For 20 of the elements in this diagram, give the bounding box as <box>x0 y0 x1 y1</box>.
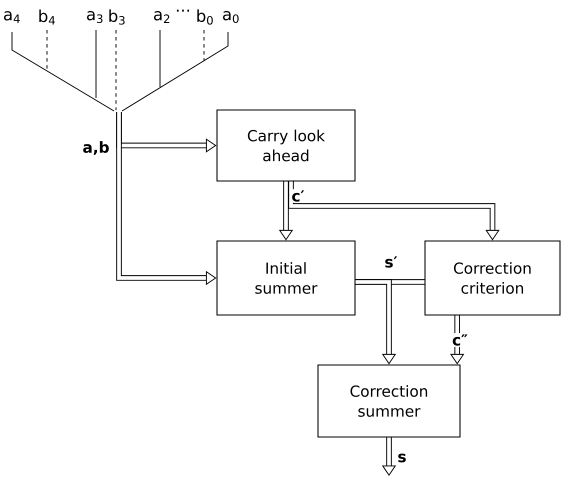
bus-arrow <box>450 316 464 364</box>
block-box: Initial summer <box>216 240 356 316</box>
signal-label: a$_{3}$ <box>87 10 102 24</box>
signal-label: b$_{3}$ <box>109 9 125 25</box>
signal-label: b$_{4}$ <box>39 10 55 24</box>
block-box: Carry look ahead <box>216 109 356 182</box>
edge-label: s <box>396 452 408 464</box>
block-box: Correction criterion <box>424 240 561 316</box>
signal-label: a$_{2}$ <box>154 11 170 23</box>
edge-label: a,b <box>81 140 111 156</box>
edge-label: c″ <box>450 333 470 347</box>
signal-label: ··· <box>176 10 190 12</box>
signal-label: a$_{0}$ <box>223 10 239 24</box>
edge-label: c′ <box>290 189 306 203</box>
edge-label: s′ <box>383 255 399 269</box>
signal-label: a$_{4}$ <box>4 11 20 23</box>
bus-arrow <box>356 279 396 364</box>
signal-label: b$_{0}$ <box>197 9 213 25</box>
block-box: Correction summer <box>317 364 461 438</box>
bus-arrow <box>288 182 500 240</box>
